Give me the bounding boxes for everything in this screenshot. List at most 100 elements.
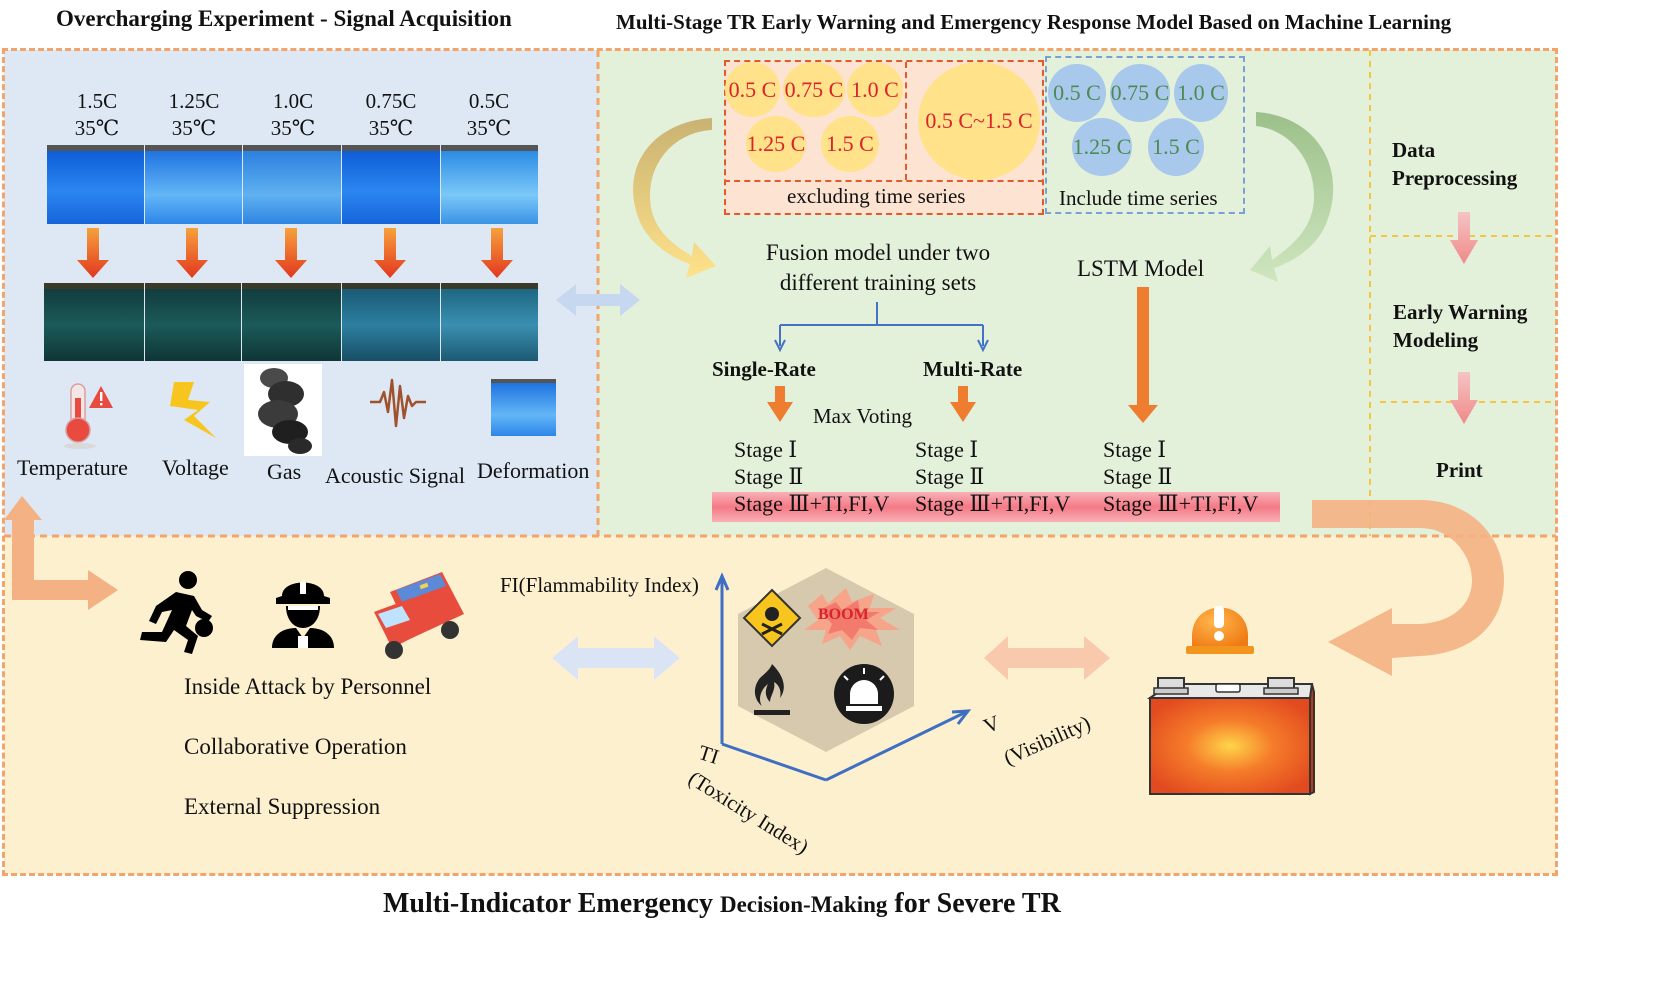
down-arrow-icon xyxy=(950,386,976,422)
battery-after-1 xyxy=(44,283,144,361)
battery-before-1 xyxy=(47,145,144,224)
single-rate-label: Single-Rate xyxy=(712,357,816,381)
rate-t: 35℃ xyxy=(368,116,414,140)
alarm-battery-illustration xyxy=(1146,606,1315,796)
signal-voltage: Voltage xyxy=(162,455,229,480)
rate-t: 35℃ xyxy=(270,116,316,140)
outer-dashed-border xyxy=(2,48,1558,876)
running-person-icon xyxy=(140,571,213,654)
rate-label-3: 1.0C 35℃ xyxy=(248,88,338,142)
lightning-icon xyxy=(170,382,216,438)
rate-label-4: 0.75C 35℃ xyxy=(346,88,436,142)
bidirectional-arrow-icon xyxy=(552,636,680,680)
max-voting-label: Max Voting xyxy=(813,404,912,428)
stage-3: Stage Ⅲ+TI,FI,V xyxy=(734,491,890,516)
battery-after-2 xyxy=(145,283,241,361)
signal-acoustic: Acoustic Signal xyxy=(325,463,465,488)
rate-t: 35℃ xyxy=(466,116,512,140)
flow-step-print: Print xyxy=(1436,458,1483,482)
title-signal-acquisition: Overcharging Experiment - Signal Acquisi… xyxy=(56,6,512,31)
stage-3: Stage Ⅲ+TI,FI,V xyxy=(1103,491,1259,516)
rate-circle: 1.25 C xyxy=(746,116,806,172)
rate-t: 35℃ xyxy=(74,116,120,140)
fusion-model-label: Fusion model under two different training… xyxy=(754,238,1002,298)
fusion-line-2: different training sets xyxy=(779,270,977,295)
rate-circle: 0.5 C xyxy=(1048,64,1106,122)
bidirectional-arrow-icon xyxy=(984,636,1110,680)
stage-column-single: Stage Ⅰ Stage Ⅱ Stage Ⅲ+TI,FI,V xyxy=(734,436,889,517)
multi-rate-label: Multi-Rate xyxy=(923,357,1023,381)
excluding-divider xyxy=(905,62,907,180)
battery-icon xyxy=(1149,697,1311,795)
corner-arrow-icon xyxy=(4,496,118,610)
flow-step-2b: Modeling xyxy=(1393,328,1479,352)
rate-circle: 0.75 C xyxy=(783,62,845,117)
down-arrow-icon xyxy=(481,228,513,278)
action-collaborative: Collaborative Operation xyxy=(184,734,407,759)
stage-2: Stage Ⅱ xyxy=(1103,464,1173,489)
indicator-axes xyxy=(714,568,972,782)
down-arrow-icon xyxy=(374,228,406,278)
rate-circle: 1.0 C xyxy=(1174,64,1228,122)
down-arrow-icon xyxy=(1450,372,1478,424)
down-arrow-icon xyxy=(176,228,208,278)
stage-3: Stage Ⅲ+TI,FI,V xyxy=(915,491,1071,516)
battery-before-5 xyxy=(441,145,538,224)
deformation-photo xyxy=(491,379,556,436)
curved-arrow-icon xyxy=(1312,500,1504,676)
rate-c: 1.0C xyxy=(272,89,314,113)
action-inside-attack: Inside Attack by Personnel xyxy=(184,674,432,699)
battery-after-5 xyxy=(441,283,538,361)
curved-arrow-icon xyxy=(1250,112,1334,282)
flow-step-1b: Preprocessing xyxy=(1392,166,1518,190)
battery-after-4 xyxy=(342,283,440,361)
rate-c: 0.75C xyxy=(365,89,417,113)
stage-1: Stage Ⅰ xyxy=(915,437,979,462)
battery-before-3 xyxy=(243,145,341,224)
overcharge-arrows xyxy=(77,228,513,278)
action-external-suppression: External Suppression xyxy=(184,794,381,819)
stage-column-lstm: Stage Ⅰ Stage Ⅱ Stage Ⅲ+TI,FI,V xyxy=(1103,436,1258,517)
acoustic-wave-icon xyxy=(370,378,426,428)
title-part-a: Multi-Indicator Emergency xyxy=(383,888,720,919)
rate-t: 35℃ xyxy=(171,116,217,140)
smoke-icon xyxy=(258,368,312,454)
down-arrow-icon xyxy=(767,386,793,422)
rate-c: 1.25C xyxy=(168,89,220,113)
stage-1: Stage Ⅰ xyxy=(734,437,798,462)
rate-c: 1.5C xyxy=(76,89,118,113)
gas-photo xyxy=(244,364,322,456)
flow-step-1a: Data xyxy=(1392,138,1436,162)
fire-truck-icon xyxy=(374,572,464,659)
thermometer-icon xyxy=(64,383,113,449)
down-arrow-icon xyxy=(275,228,307,278)
stage-iii-highlight xyxy=(712,492,1280,522)
include-label: Include time series xyxy=(1059,186,1218,210)
down-arrow-icon xyxy=(1128,287,1158,423)
title-part-c: for Severe TR xyxy=(887,888,1061,919)
title-part-b: Decision-Making xyxy=(719,892,888,917)
rate-circle: 1.25 C xyxy=(1072,118,1132,176)
excluding-label-divider xyxy=(724,180,1044,182)
rate-circle: 1.0 C xyxy=(847,62,903,117)
down-arrow-icon xyxy=(1450,212,1478,264)
curved-arrow-icon xyxy=(633,118,716,278)
fi-axis-label: FI(Flammability Index) xyxy=(500,573,699,597)
lstm-model-label: LSTM Model xyxy=(1077,256,1205,281)
title-emergency-decision: Multi-Indicator Emergency Decision-Makin… xyxy=(383,888,1061,920)
battery-before-4 xyxy=(342,145,440,224)
bidirectional-arrow-icon xyxy=(556,284,640,316)
title-early-warning-model: Multi-Stage TR Early Warning and Emergen… xyxy=(616,10,1452,34)
rate-label-1: 1.5C 35℃ xyxy=(52,88,142,142)
fusion-line-1: Fusion model under two xyxy=(765,240,991,265)
stage-1: Stage Ⅰ xyxy=(1103,437,1167,462)
rate-circle: 0.75 C xyxy=(1110,64,1170,122)
rate-circle: 0.5 C xyxy=(725,62,780,117)
stage-column-multi: Stage Ⅰ Stage Ⅱ Stage Ⅲ+TI,FI,V xyxy=(915,436,1070,517)
rate-circle: 1.5 C xyxy=(1148,118,1204,176)
stage-2: Stage Ⅱ xyxy=(915,464,985,489)
